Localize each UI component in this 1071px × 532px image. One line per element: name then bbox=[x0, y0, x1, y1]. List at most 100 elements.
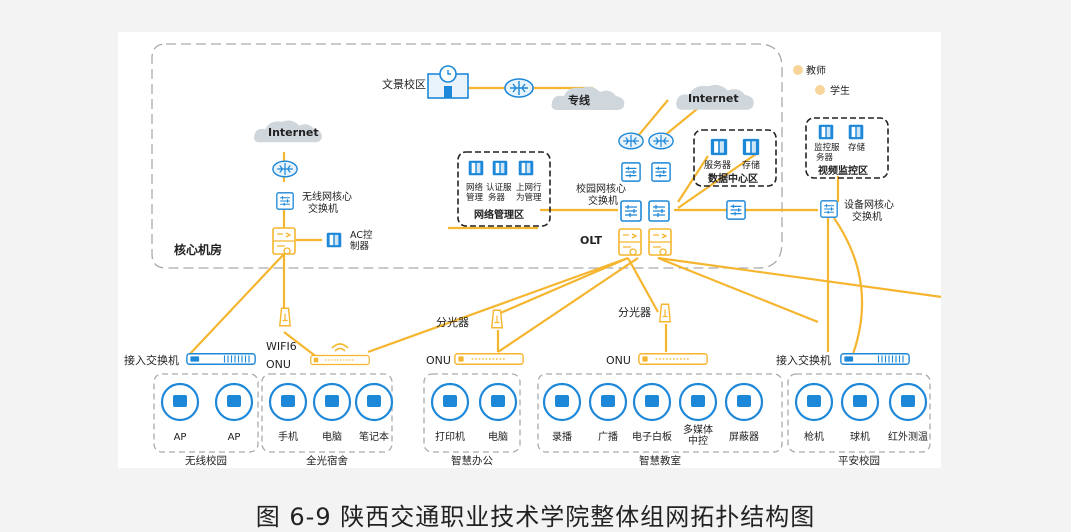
server-icon bbox=[710, 138, 728, 156]
zone-item-line: 务器 bbox=[488, 192, 506, 203]
group-box bbox=[153, 373, 259, 453]
core-room-label: 核心机房 bbox=[174, 242, 222, 257]
device-label: 手机 bbox=[278, 430, 298, 443]
splitter-label: 分光器 bbox=[618, 305, 651, 319]
student-icon bbox=[815, 85, 825, 95]
access-switch-icon bbox=[186, 352, 256, 366]
group-title: 平安校园 bbox=[838, 454, 880, 467]
splitter-icon bbox=[491, 309, 503, 329]
icon-glyph bbox=[901, 395, 915, 407]
onu-class-label: ONU bbox=[606, 354, 631, 367]
icon-glyph bbox=[601, 395, 615, 407]
core-room-boundary bbox=[151, 43, 783, 269]
wireless-core-label: 无线网核心 交换机 bbox=[302, 190, 355, 215]
device-label: 笔记本 bbox=[359, 430, 389, 443]
link bbox=[677, 153, 757, 209]
ac-label-line: 制器 bbox=[350, 240, 370, 252]
device-label: 球机 bbox=[850, 430, 870, 443]
zone-item-line: 存储 bbox=[848, 142, 866, 153]
zone-item-line: 监控服 bbox=[814, 142, 840, 153]
device-core-line: 交换机 bbox=[852, 210, 882, 223]
icon-glyph bbox=[227, 395, 241, 407]
olt-icon bbox=[618, 228, 642, 256]
video-monitor-zone bbox=[805, 117, 889, 179]
access-switch-label: 接入交换机 bbox=[124, 353, 179, 367]
splitter-icon bbox=[659, 303, 671, 323]
device-label: AP bbox=[174, 432, 187, 443]
link bbox=[677, 155, 709, 203]
olt-icon bbox=[648, 228, 672, 256]
wireless-core-label-line: 交换机 bbox=[308, 202, 338, 215]
device-label: AP bbox=[228, 432, 241, 443]
ac-label-line: AC控 bbox=[350, 229, 373, 241]
link bbox=[187, 253, 285, 357]
network-mgmt-icon bbox=[468, 160, 484, 176]
link bbox=[497, 256, 629, 316]
zone-item-line: 为管理 bbox=[516, 192, 542, 203]
router-icon bbox=[618, 132, 644, 150]
zone-item-label: 监控服 务器 存储 bbox=[814, 142, 866, 163]
wifi6-onu-line: WIFI6 bbox=[266, 340, 297, 353]
campus-core-line: 交换机 bbox=[588, 194, 618, 207]
device-core-label: 设备网核心 交换机 bbox=[844, 198, 897, 223]
wifi-icon bbox=[331, 343, 349, 352]
teacher-label: 教师 bbox=[806, 64, 826, 77]
device-label: 红外测温 bbox=[888, 430, 928, 443]
splitter-icon bbox=[279, 307, 291, 327]
device-label: 录播 bbox=[552, 430, 572, 443]
group-title: 无线校园 bbox=[185, 454, 227, 467]
device-label: 广播 bbox=[598, 430, 618, 443]
icon-glyph bbox=[367, 395, 381, 407]
onu-icon bbox=[454, 352, 524, 366]
auth-server-icon bbox=[492, 160, 508, 176]
olt-label: OLT bbox=[580, 234, 603, 247]
zone-item-line: 务器 bbox=[816, 152, 834, 163]
icon-glyph bbox=[173, 395, 187, 407]
internet-right-label: Internet bbox=[688, 92, 739, 105]
wenjing-campus-label: 文景校区 bbox=[382, 77, 426, 91]
zone-item-label: 网络 管理 认证服 务器 上网行 为管理 bbox=[466, 182, 544, 203]
link bbox=[497, 257, 639, 353]
switch-icon bbox=[276, 192, 294, 210]
router-icon bbox=[648, 132, 674, 150]
zone-item-line: 存储 bbox=[742, 159, 760, 171]
device-label: 枪机 bbox=[804, 430, 824, 443]
icon-glyph bbox=[737, 395, 751, 407]
zone-item-line: 管理 bbox=[466, 192, 484, 203]
wifi6-onu-line: ONU bbox=[266, 358, 291, 371]
behavior-mgmt-icon bbox=[518, 160, 534, 176]
network-topology-diagram: 文景校区 专线 Internet Internet 无线网核心 交换机 AC控 … bbox=[118, 32, 979, 468]
device-label: 电脑 bbox=[322, 430, 342, 443]
wireless-core-label-line: 无线网核心 bbox=[302, 190, 352, 203]
switch-icon bbox=[726, 200, 746, 220]
zone-item-line: 认证服 bbox=[486, 182, 512, 193]
network-mgmt-title: 网络管理区 bbox=[474, 208, 524, 221]
device-label: 电脑 bbox=[488, 430, 508, 443]
access-switch-icon bbox=[840, 352, 910, 366]
device-label: 中控 bbox=[688, 434, 708, 447]
building-icon bbox=[427, 65, 469, 99]
zone-item-line: 服务器 bbox=[704, 159, 731, 171]
icon-glyph bbox=[325, 395, 339, 407]
group-title: 全光宿舍 bbox=[306, 454, 348, 467]
splitter-label: 分光器 bbox=[436, 315, 469, 329]
link bbox=[833, 217, 864, 355]
ac-controller-label: AC控 制器 bbox=[350, 229, 376, 252]
student-label: 学生 bbox=[830, 84, 850, 97]
router-icon bbox=[272, 160, 298, 178]
internet-left-label: Internet bbox=[268, 126, 319, 139]
device-label: 屏蔽器 bbox=[729, 431, 759, 443]
data-center-zone bbox=[693, 129, 777, 187]
icon-glyph bbox=[691, 395, 705, 407]
wifi6-onu-label: WIFI6 ONU bbox=[266, 340, 300, 371]
icon-glyph bbox=[645, 395, 659, 407]
icon-glyph bbox=[443, 395, 457, 407]
monitor-server-icon bbox=[818, 124, 834, 140]
group-title: 智慧教室 bbox=[639, 454, 681, 467]
wifi6-onu-icon bbox=[310, 354, 370, 366]
video-monitor-title: 视频监控区 bbox=[818, 164, 868, 177]
switch-icon bbox=[650, 162, 672, 182]
switch-icon bbox=[820, 200, 838, 218]
switch-icon bbox=[620, 162, 642, 182]
